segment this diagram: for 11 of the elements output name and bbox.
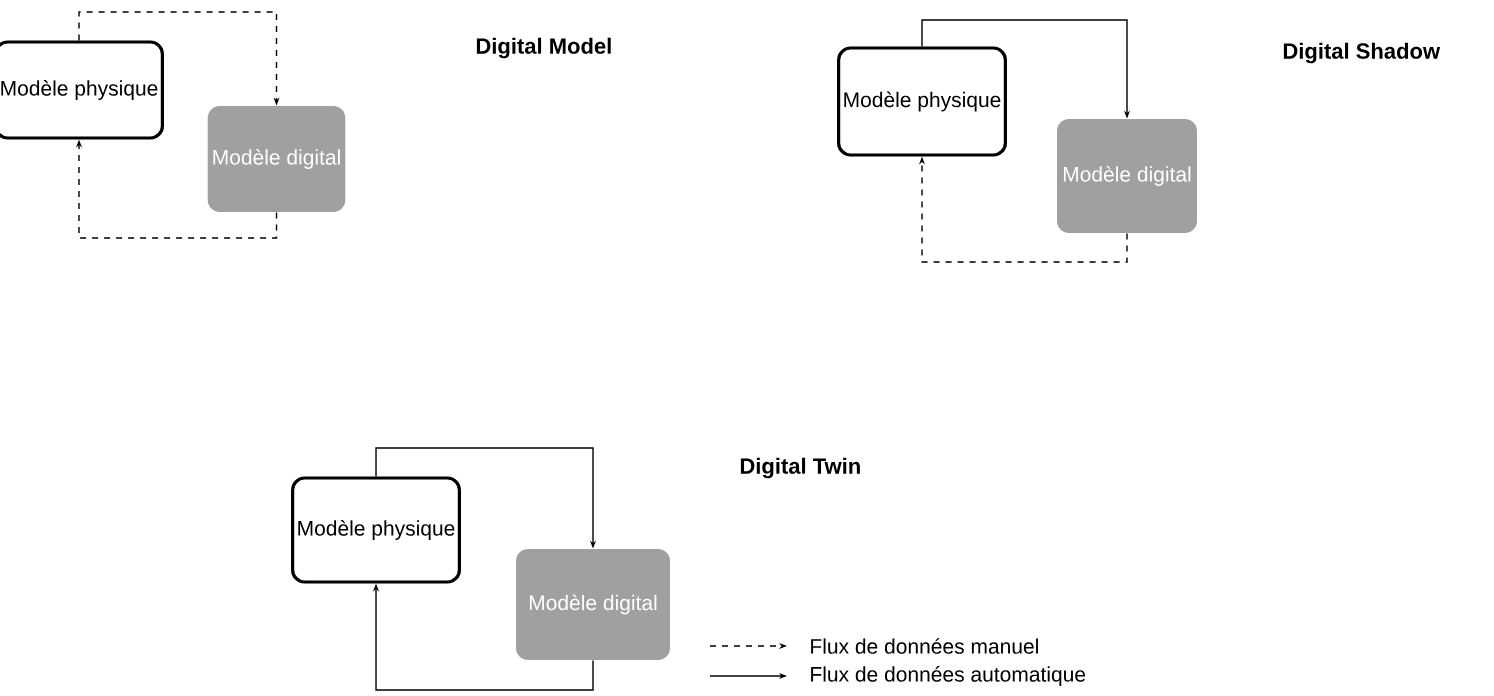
rounded-box: Modèle digital [207, 106, 346, 212]
rounded-box: Modèle digital [1057, 119, 1197, 233]
rounded-box: Modèle digital [516, 549, 670, 660]
legend-label: Flux de données automatique [811, 666, 1086, 686]
rounded-box: Modèle physique [837, 46, 1007, 157]
rounded-box: Modèle physique [0, 40, 164, 140]
panel-title: Digital Twin [740, 457, 860, 479]
panel-title: Digital Model [476, 37, 611, 59]
panel-title: Digital Shadow [1283, 42, 1441, 64]
legend-label: Flux de données manuel [811, 638, 1038, 654]
rounded-box: Modèle physique [291, 476, 461, 584]
